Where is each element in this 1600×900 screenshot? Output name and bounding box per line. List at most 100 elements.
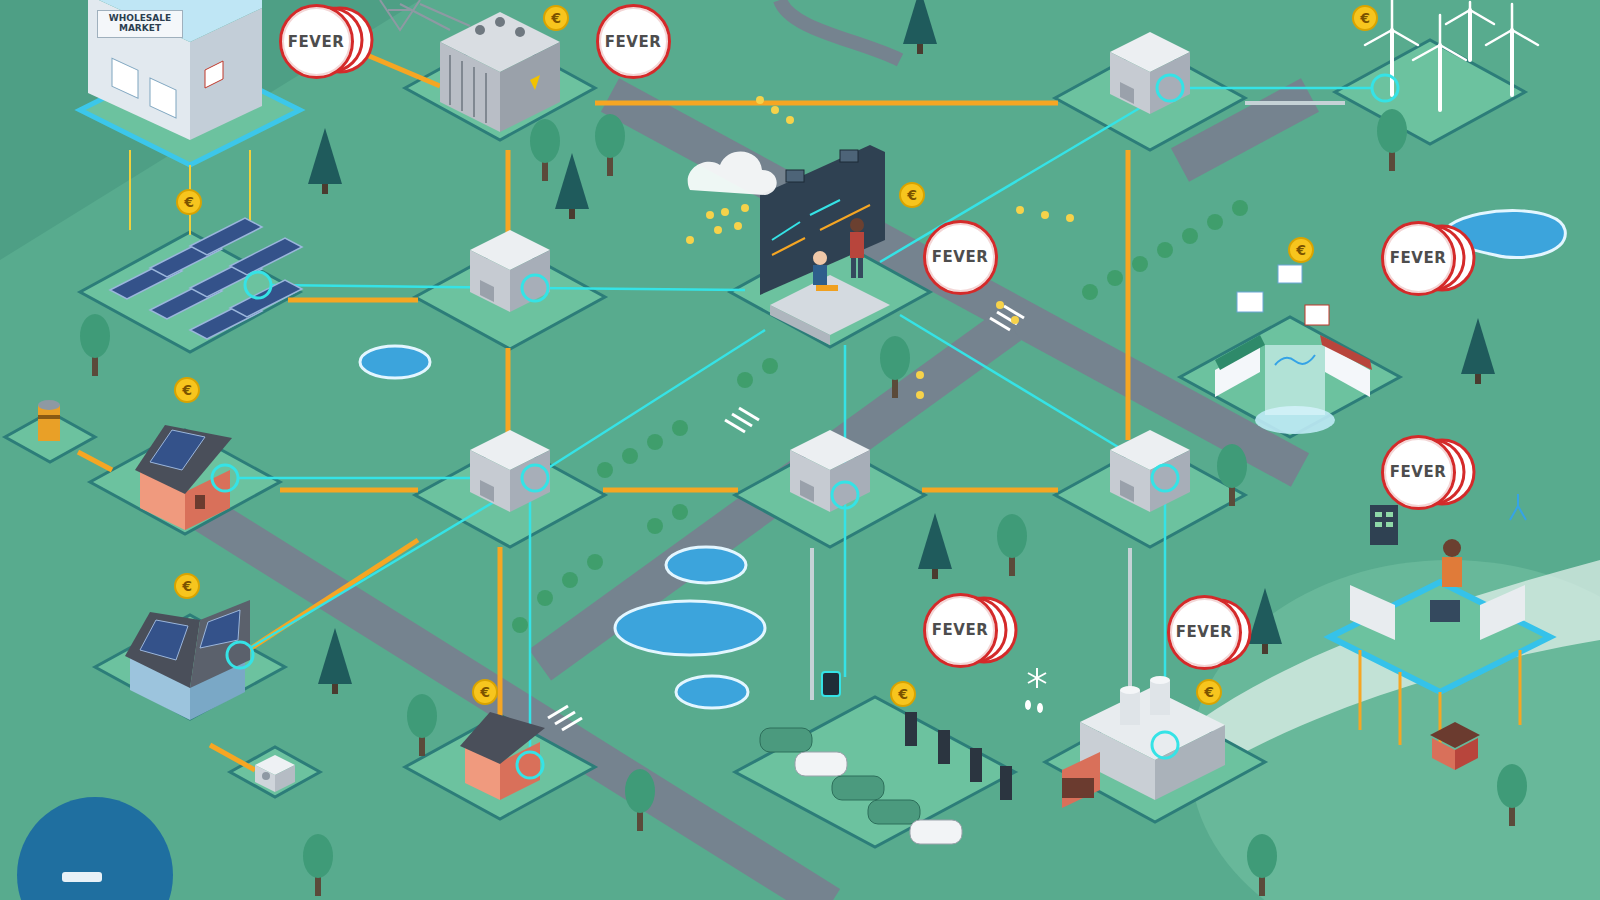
factory <box>1037 703 1043 713</box>
currency-symbol: € <box>182 383 192 397</box>
crosswalks <box>548 306 1024 730</box>
control-center <box>816 285 838 291</box>
trees <box>1461 318 1495 384</box>
control-center <box>1011 316 1019 324</box>
hedges <box>1207 214 1223 230</box>
tiles <box>230 747 320 797</box>
grid-lines <box>812 103 1345 705</box>
power-lines <box>922 488 1058 493</box>
transformer <box>449 55 451 105</box>
factory <box>1028 673 1046 683</box>
wind-farm <box>1446 2 1494 24</box>
tiles <box>1180 317 1400 437</box>
tiles <box>5 36 1525 847</box>
house-red-solar <box>135 425 232 494</box>
ev-charging <box>760 672 1012 844</box>
crosswalks <box>555 712 575 724</box>
control-center <box>771 106 779 114</box>
trees <box>80 314 110 376</box>
ev-charging <box>910 820 962 844</box>
ponds <box>615 601 765 655</box>
wholesale-market <box>112 58 138 98</box>
control-center <box>858 258 863 278</box>
sign-text: WHOLESALE MARKET <box>102 13 178 34</box>
hedges <box>622 448 638 464</box>
trees <box>318 628 352 694</box>
pylon <box>380 0 470 30</box>
grid-lines <box>1245 101 1345 105</box>
battery <box>38 405 60 441</box>
meters <box>522 275 548 301</box>
house-blue-solar <box>140 620 188 660</box>
wholesale-market <box>80 0 300 235</box>
data-links <box>1183 87 1372 90</box>
badge-text: FEVER <box>1390 249 1446 267</box>
power-lines <box>210 745 255 770</box>
solar-field <box>230 238 302 275</box>
control-center <box>772 238 805 255</box>
trees <box>903 0 937 54</box>
transformer <box>440 12 560 132</box>
grid-lines <box>810 548 814 700</box>
control-center <box>996 301 1004 309</box>
control-center <box>741 204 749 212</box>
power-lines <box>603 488 738 493</box>
power-lines <box>78 50 1128 770</box>
euro-coin: € <box>176 189 202 215</box>
power-lines <box>288 298 418 303</box>
hedges <box>762 358 778 374</box>
crosswalks <box>732 414 752 426</box>
heat-pump <box>255 755 295 792</box>
hedges <box>647 518 663 534</box>
control-center <box>772 200 840 240</box>
house-red-solar <box>195 495 205 509</box>
house-blue-solar <box>125 612 200 688</box>
data-links <box>545 330 765 470</box>
hedges <box>537 590 553 606</box>
trader-platform <box>1480 585 1525 640</box>
meters <box>832 482 858 508</box>
transformer <box>530 75 540 90</box>
trees <box>555 153 589 219</box>
corner-button-icon <box>62 872 102 882</box>
wholesale-market <box>205 61 223 88</box>
tiles <box>1335 40 1525 144</box>
euro-coin: € <box>1352 5 1378 31</box>
smart-grid-illustration <box>790 430 870 512</box>
trees <box>80 0 1527 896</box>
crosswalks <box>725 420 745 432</box>
fever-badge: FEVER <box>1167 595 1242 670</box>
control-center <box>686 96 1074 399</box>
fever-badge: FEVER <box>1381 435 1456 510</box>
house-blue-solar <box>125 600 250 720</box>
stacked-badges <box>298 8 1474 664</box>
ev-charging <box>970 748 982 782</box>
control-center <box>916 371 924 379</box>
data-links <box>880 96 1160 262</box>
heat-pump <box>262 772 270 780</box>
solar-field <box>190 218 262 255</box>
trees <box>1377 109 1407 171</box>
trader-platform <box>1375 522 1382 527</box>
solar-field <box>230 280 302 317</box>
control-center <box>786 170 804 182</box>
control-center <box>1066 214 1074 222</box>
hedges <box>1082 284 1098 300</box>
market-sign: WHOLESALE MARKET <box>97 10 183 38</box>
euro-coin: € <box>472 679 498 705</box>
house-blue-solar <box>190 600 250 688</box>
control-center <box>1016 206 1024 214</box>
trees <box>880 336 910 398</box>
ev-charging <box>760 728 812 752</box>
control-center <box>686 96 1074 399</box>
transformer <box>440 42 500 132</box>
currency-symbol: € <box>182 579 192 593</box>
trader-platform <box>1350 585 1395 640</box>
euro-coin: € <box>174 377 200 403</box>
trader-platform <box>1370 505 1398 545</box>
ev-charging <box>1000 766 1012 800</box>
control-center <box>688 152 777 195</box>
market-stall <box>1215 335 1265 370</box>
house-red-solar <box>150 430 205 470</box>
trees <box>1247 834 1277 896</box>
